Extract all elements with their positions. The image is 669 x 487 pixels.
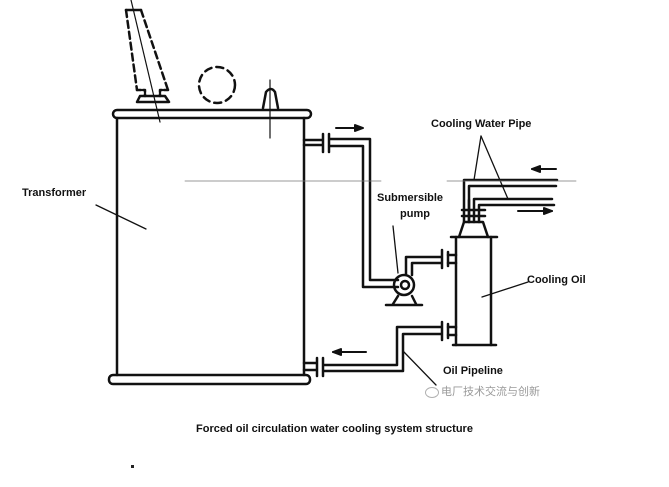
hv-bushing — [124, 0, 171, 123]
figure-caption: Forced oil circulation water cooling sys… — [196, 423, 473, 435]
label-transformer: Transformer — [22, 187, 87, 199]
leader-cooling-oil — [481, 281, 529, 298]
label-submersible-pump-line1: Submersible — [377, 192, 444, 204]
cooler-outlet-flange — [440, 320, 458, 342]
stray-dot — [131, 465, 134, 468]
conservator-circle — [197, 65, 237, 105]
submersible-pump — [384, 255, 443, 307]
cooler-inlet-flange — [440, 248, 458, 270]
watermark: 电厂技术交流与创新 — [425, 383, 540, 399]
leader-water-pipe-2 — [480, 135, 509, 200]
oil-return-pipe — [302, 325, 443, 378]
leader-transformer — [95, 204, 147, 230]
watermark-text: 电厂技术交流与创新 — [441, 385, 540, 398]
leader-lines — [95, 135, 529, 386]
water-arrow-in — [531, 165, 557, 173]
transformer-tank — [107, 108, 313, 386]
leader-oil-pipeline — [402, 350, 437, 386]
wechat-icon — [425, 386, 439, 398]
flow-arrow-left — [332, 348, 367, 356]
label-cooling-oil: Cooling Oil — [527, 274, 586, 286]
leader-water-pipe-1 — [473, 135, 482, 181]
cooling-water-pipes — [462, 178, 559, 224]
lv-bushing — [261, 79, 280, 139]
flow-arrow-right — [335, 124, 364, 132]
label-cooling-water-pipe: Cooling Water Pipe — [431, 118, 532, 130]
cooler-body — [449, 208, 499, 347]
water-arrow-out — [517, 207, 553, 215]
label-oil-pipeline: Oil Pipeline — [443, 365, 503, 377]
oil-outlet-pipe — [302, 132, 400, 289]
leader-pump — [392, 225, 399, 274]
label-submersible-pump-line2: pump — [400, 208, 430, 220]
